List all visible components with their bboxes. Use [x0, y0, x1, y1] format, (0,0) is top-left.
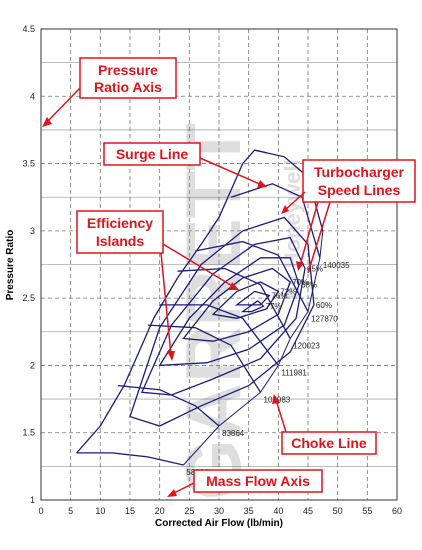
x-tick-label: 25 — [184, 506, 194, 516]
speed-line — [195, 240, 309, 312]
y-tick-label: 4 — [30, 91, 35, 101]
callout-speed-line1: Turbocharger — [314, 164, 405, 180]
speed-line — [254, 149, 324, 232]
choke-line — [183, 230, 324, 466]
x-tick-label: 10 — [95, 506, 105, 516]
y-tick-label: 1.5 — [22, 428, 35, 438]
callout-mass-flow-text: Mass Flow Axis — [206, 473, 310, 489]
callout-pressure-ratio-axis: Pressure Ratio Axis — [42, 57, 177, 127]
callout-efficiency-line2: Islands — [96, 233, 144, 249]
x-tick-label: 0 — [38, 506, 43, 516]
x-tick-label: 35 — [244, 506, 254, 516]
x-tick-label: 15 — [125, 506, 135, 516]
speed-line — [177, 267, 291, 339]
callout-speed-lines: Turbocharger Speed Lines — [281, 159, 416, 274]
callout-pressure-ratio-line2: Ratio Axis — [94, 79, 162, 95]
efficiency-label: 65% — [307, 265, 323, 274]
speed-line-label: 111981 — [281, 368, 307, 377]
y-axis-ticks: 1 1.5 2 2.5 3 3.5 4 4.5 — [22, 24, 35, 505]
plot-frame — [40, 28, 398, 501]
efficiency-label: 60% — [316, 301, 332, 310]
x-tick-label: 50 — [333, 506, 343, 516]
efficiency-label: 70% — [292, 278, 308, 287]
watermark-subtext: by Honeywell — [280, 159, 305, 300]
speed-line-label: 127870 — [311, 315, 338, 324]
speed-line — [159, 304, 279, 366]
y-tick-label: 4.5 — [22, 24, 35, 34]
x-axis-label: Corrected Air Flow (lb/min) — [155, 518, 283, 529]
speed-line — [76, 452, 184, 466]
y-tick-label: 2.5 — [22, 293, 35, 303]
efficiency-island — [240, 299, 265, 313]
speed-line-label: 120023 — [293, 342, 320, 351]
y-axis-label: Pressure Ratio — [5, 230, 16, 301]
efficiency-label: 77% — [266, 302, 282, 311]
efficiency-label: 72% — [280, 287, 296, 296]
speed-line — [147, 324, 262, 393]
efficiency-island — [211, 281, 280, 319]
callout-efficiency-islands: Efficiency Islands — [76, 210, 239, 361]
y-tick-label: 1 — [30, 495, 35, 505]
callout-surge-text: Surge Line — [116, 146, 189, 162]
y-tick-label: 3.5 — [22, 159, 35, 169]
speed-line — [118, 384, 220, 427]
speed-line-label: 140035 — [323, 261, 350, 270]
efficiency-island — [182, 267, 291, 342]
x-tick-label: 45 — [303, 506, 313, 516]
efficiency-island — [129, 216, 315, 427]
efficiency-island — [140, 236, 306, 396]
callout-mass-flow-axis: Mass Flow Axis — [167, 469, 323, 497]
y-tick-label: 3 — [30, 226, 35, 236]
callout-speed-line2: Speed Lines — [318, 182, 401, 198]
speed-line-label: 83864 — [222, 429, 245, 438]
efficiency-labels: 60% 65% 68%70%72%76% 77% — [266, 265, 332, 312]
x-axis-ticks: 0 5 10 15 20 25 30 35 40 45 50 55 60 — [38, 506, 402, 516]
x-tick-label: 40 — [273, 506, 283, 516]
efficiency-islands — [129, 216, 315, 427]
callout-surge-line: Surge Line — [103, 142, 267, 188]
efficiency-island — [158, 257, 300, 367]
callout-choke-line: Choke Line — [272, 394, 377, 455]
callout-pressure-ratio-line1: Pressure — [98, 62, 158, 78]
efficiency-label: 76% — [271, 291, 287, 300]
callout-efficiency-line1: Efficiency — [87, 215, 153, 231]
surge-line — [76, 149, 267, 454]
y-tick-label: 2 — [30, 360, 35, 370]
x-tick-label: 20 — [155, 506, 165, 516]
efficiency-label: 68% — [301, 281, 317, 290]
x-tick-label: 30 — [214, 506, 224, 516]
x-tick-label: 55 — [362, 506, 372, 516]
x-tick-label: 60 — [392, 506, 402, 516]
x-tick-label: 5 — [68, 506, 73, 516]
callout-choke-text: Choke Line — [291, 435, 367, 451]
